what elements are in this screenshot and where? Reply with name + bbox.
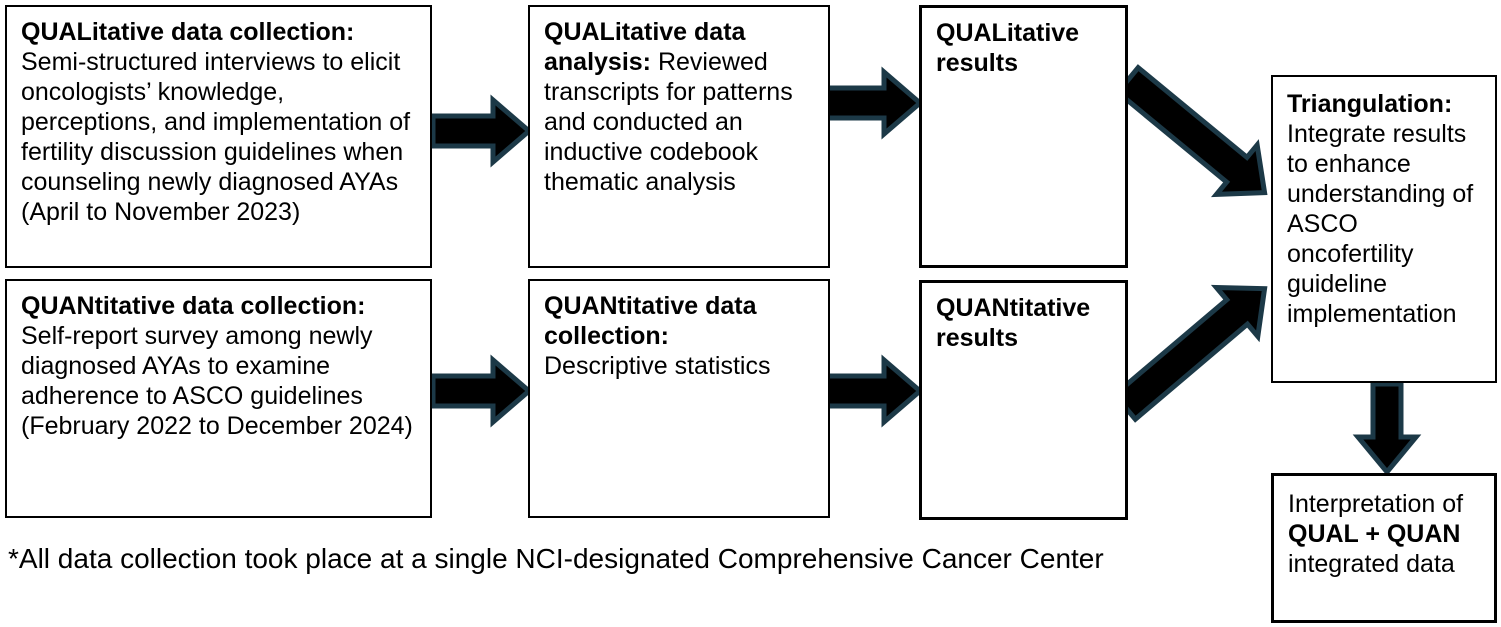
arrow-triangulation-to-interpretation	[1352, 381, 1422, 476]
box-body: Integrate results to enhance understandi…	[1287, 120, 1474, 328]
box-body: Reviewed transcripts for patterns and co…	[544, 48, 793, 196]
box-body-pre: Interpretation of	[1288, 490, 1464, 518]
arrow-quan-collection-to-analysis	[430, 354, 533, 428]
box-body: Descriptive statistics	[544, 352, 771, 380]
box-title: Triangulation:	[1287, 90, 1453, 118]
footnote: *All data collection took place at a sin…	[8, 543, 1104, 574]
box-quan-data-collection: QUANtitative data collection: Self-repor…	[5, 279, 432, 518]
box-qual-data-analysis: QUALitative data analysis: Reviewed tran…	[528, 5, 830, 268]
arrow-qual-results-to-triangulation	[1114, 64, 1268, 198]
arrow-qual-analysis-to-results	[824, 66, 924, 140]
box-body: Semi-structured interviews to elicit onc…	[21, 48, 411, 196]
box-title: QUALitative data analysis:	[544, 18, 746, 76]
box-title: QUANtitative data collection:	[544, 292, 757, 350]
arrow-quan-results-to-triangulation	[1111, 284, 1268, 423]
box-triangulation: Triangulation: Integrate results to enha…	[1271, 75, 1497, 383]
box-dates: (April to November 2023)	[21, 198, 301, 226]
arrow-quan-analysis-to-results	[824, 354, 924, 428]
arrow-qual-collection-to-analysis	[430, 94, 533, 168]
box-title: QUANtitative results	[936, 294, 1091, 352]
box-qual-data-collection: QUALitative data collection: Semi-struct…	[5, 5, 432, 268]
box-quan-results: QUANtitative results	[919, 280, 1128, 520]
box-interpretation: Interpretation of QUAL + QUAN integrated…	[1271, 473, 1497, 623]
box-title: QUALitative data collection:	[21, 18, 355, 46]
box-title: QUALitative results	[936, 19, 1080, 77]
box-body: Self-report survey among newly diagnosed…	[21, 322, 373, 410]
box-body-post: integrated data	[1288, 550, 1455, 578]
box-quan-data-analysis: QUANtitative data collection: Descriptiv…	[528, 279, 830, 518]
box-title: QUANtitative data collection:	[21, 292, 366, 320]
box-qual-results: QUALitative results	[919, 5, 1128, 268]
box-dates: (February 2022 to December 2024)	[21, 412, 413, 440]
box-body-bold: QUAL + QUAN	[1288, 520, 1461, 548]
